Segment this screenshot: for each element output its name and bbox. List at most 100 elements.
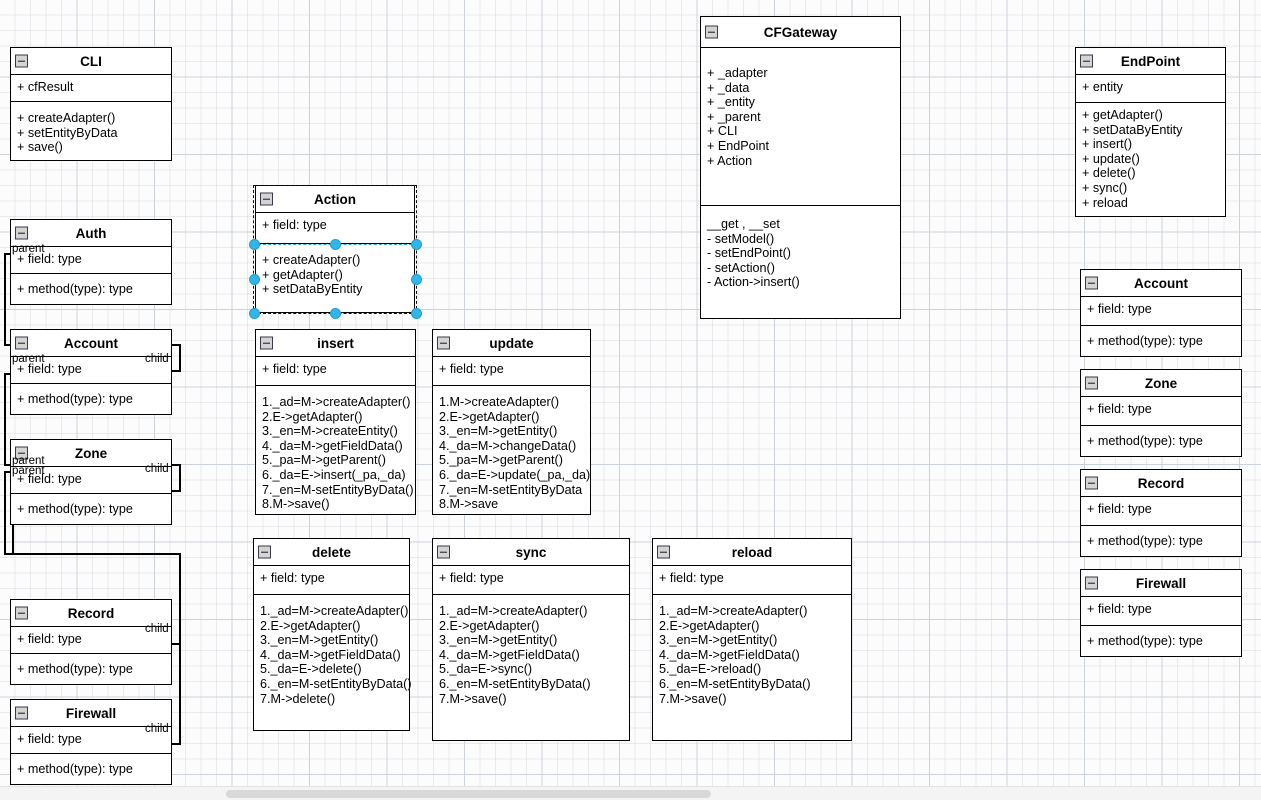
class-methods: + method(type): type — [11, 494, 171, 522]
class-box-cfgateway[interactable]: CFGateway + _adapter + _data + _entity +… — [700, 16, 901, 319]
class-attributes: + field: type — [11, 727, 171, 754]
collapse-minus-icon[interactable] — [15, 226, 28, 240]
method-row: + method(type): type — [1087, 634, 1203, 648]
class-methods: 1._ad=M->createAdapter() 2.E->getAdapter… — [256, 386, 415, 517]
resize-handle-middle-left[interactable] — [249, 274, 260, 285]
class-attributes: + field: type — [1081, 597, 1241, 626]
class-box-firewall-left[interactable]: Firewall + field: type + method(type): t… — [10, 699, 172, 785]
class-box-update[interactable]: update + field: type 1.M->createAdapter(… — [432, 329, 591, 515]
class-title-bar[interactable]: Auth — [11, 220, 171, 247]
method-row: + sync() — [1082, 180, 1128, 195]
edge-label-zone-child: child — [145, 463, 169, 475]
class-title-bar[interactable]: Record — [1081, 470, 1241, 497]
class-title-bar[interactable]: delete — [254, 539, 409, 566]
collapse-minus-icon[interactable] — [15, 706, 28, 720]
resize-handle-top-left[interactable] — [249, 239, 260, 250]
class-name: Account — [64, 335, 118, 351]
resize-handle-bottom-left[interactable] — [249, 308, 260, 319]
collapse-minus-icon[interactable] — [1085, 376, 1098, 390]
class-title-bar[interactable]: insert — [256, 330, 415, 357]
class-box-zone-right[interactable]: Zone + field: type + method(type): type — [1080, 369, 1242, 457]
method-row: 3._en=M->createEntity() — [262, 424, 398, 439]
collapse-minus-icon[interactable] — [15, 336, 28, 350]
collapse-minus-icon[interactable] — [1085, 276, 1098, 290]
class-title-bar[interactable]: Firewall — [11, 700, 171, 727]
class-methods: + createAdapter() + setEntityByData + sa… — [11, 102, 171, 160]
edge-label-auth-parent: parent — [12, 243, 45, 255]
collapse-minus-icon[interactable] — [15, 446, 28, 460]
collapse-minus-icon[interactable] — [258, 545, 271, 559]
class-box-auth[interactable]: Auth + field: type + method(type): type — [10, 219, 172, 305]
class-title-bar[interactable]: EndPoint — [1076, 48, 1225, 75]
method-row: + delete() — [1082, 166, 1136, 181]
collapse-minus-icon[interactable] — [705, 25, 718, 39]
horizontal-scrollbar-thumb[interactable] — [226, 790, 711, 798]
collapse-minus-icon[interactable] — [437, 545, 450, 559]
class-title-bar[interactable]: reload — [653, 539, 851, 566]
collapse-minus-icon[interactable] — [260, 336, 273, 350]
class-box-cli[interactable]: CLI + cfResult + createAdapter() + setEn… — [10, 47, 172, 161]
class-title-bar[interactable]: sync — [433, 539, 629, 566]
class-box-record-right[interactable]: Record + field: type + method(type): typ… — [1080, 469, 1242, 557]
class-attributes: + field: type — [1081, 297, 1241, 326]
class-title-bar[interactable]: Zone — [1081, 370, 1241, 397]
edge-label-record-child: child — [145, 623, 169, 635]
class-box-account-right[interactable]: Account + field: type + method(type): ty… — [1080, 269, 1242, 357]
class-title-bar[interactable]: Firewall — [1081, 570, 1241, 597]
method-row: 8.M->save() — [262, 497, 330, 512]
resize-handle-middle-right[interactable] — [411, 274, 422, 285]
class-box-sync[interactable]: sync + field: type 1._ad=M->createAdapte… — [432, 538, 630, 741]
attribute-row: + field: type — [17, 472, 82, 486]
connector-account-parent-horizontal-top — [4, 373, 14, 375]
class-title-bar[interactable]: Account — [11, 330, 171, 357]
class-box-firewall-right[interactable]: Firewall + field: type + method(type): t… — [1080, 569, 1242, 657]
method-row: 4._da=M->changeData() — [439, 438, 577, 453]
collapse-minus-icon[interactable] — [1085, 576, 1098, 590]
method-row: + getAdapter() — [1082, 108, 1163, 122]
collapse-minus-icon[interactable] — [1080, 54, 1093, 68]
class-title-bar[interactable]: CFGateway — [701, 17, 900, 48]
collapse-minus-icon[interactable] — [15, 606, 28, 620]
collapse-minus-icon[interactable] — [15, 54, 28, 68]
class-methods: 1._ad=M->createAdapter() 2.E->getAdapter… — [433, 595, 629, 711]
method-row: 7._en=M-setEntityByData() — [262, 482, 414, 497]
collapse-minus-icon[interactable] — [1085, 476, 1098, 490]
method-row: 1._ad=M->createAdapter() — [262, 395, 411, 409]
class-box-record-left[interactable]: Record + field: type + method(type): typ… — [10, 599, 172, 685]
collapse-minus-icon[interactable] — [260, 192, 273, 206]
class-box-delete[interactable]: delete + field: type 1._ad=M->createAdap… — [253, 538, 412, 731]
class-box-zone-left[interactable]: Zone + field: type + method(type): type — [10, 439, 172, 525]
attribute-row: + field: type — [659, 571, 724, 585]
resize-handle-top-right[interactable] — [411, 239, 422, 250]
class-title-bar[interactable]: Account — [1081, 270, 1241, 297]
resize-handle-bottom-right[interactable] — [411, 308, 422, 319]
resize-handle-bottom-center[interactable] — [330, 308, 341, 319]
class-box-insert[interactable]: insert + field: type 1._ad=M->createAdap… — [255, 329, 416, 515]
method-row: 5._pa=M->getParent() — [439, 453, 563, 468]
class-box-account-left[interactable]: Account + field: type + method(type): ty… — [10, 329, 172, 415]
method-row: 8.M->save — [439, 497, 499, 512]
class-title-bar[interactable]: Record — [11, 600, 171, 627]
class-title-bar[interactable]: CLI — [11, 48, 171, 75]
class-title-bar[interactable]: update — [433, 330, 590, 357]
method-row: + update() — [1082, 151, 1140, 166]
method-row: 6._en=M-setEntityByData() — [439, 676, 591, 691]
collapse-minus-icon[interactable] — [657, 545, 670, 559]
method-row: + setDataByEntity — [262, 282, 363, 297]
method-row: + method(type): type — [1087, 534, 1203, 548]
resize-handle-top-center[interactable] — [330, 239, 341, 250]
method-row: + method(type): type — [17, 392, 133, 406]
method-row: 5._pa=M->getParent() — [262, 453, 386, 468]
method-row: 6._da=E->update(_pa,_da) — [439, 467, 591, 482]
horizontal-scrollbar-track[interactable] — [0, 786, 1261, 800]
class-title-bar[interactable]: Zone — [11, 440, 171, 467]
method-row: 4._da=M->getFieldData() — [439, 647, 580, 662]
class-title-bar[interactable]: Action — [256, 186, 414, 213]
collapse-minus-icon[interactable] — [437, 336, 450, 350]
method-row: + method(type): type — [17, 502, 133, 516]
class-name: Firewall — [1135, 575, 1187, 591]
class-box-endpoint[interactable]: EndPoint + entity + getAdapter() + setDa… — [1075, 47, 1226, 217]
method-row: 1._ad=M->createAdapter() — [439, 604, 588, 618]
class-box-reload[interactable]: reload + field: type 1._ad=M->createAdap… — [652, 538, 852, 741]
